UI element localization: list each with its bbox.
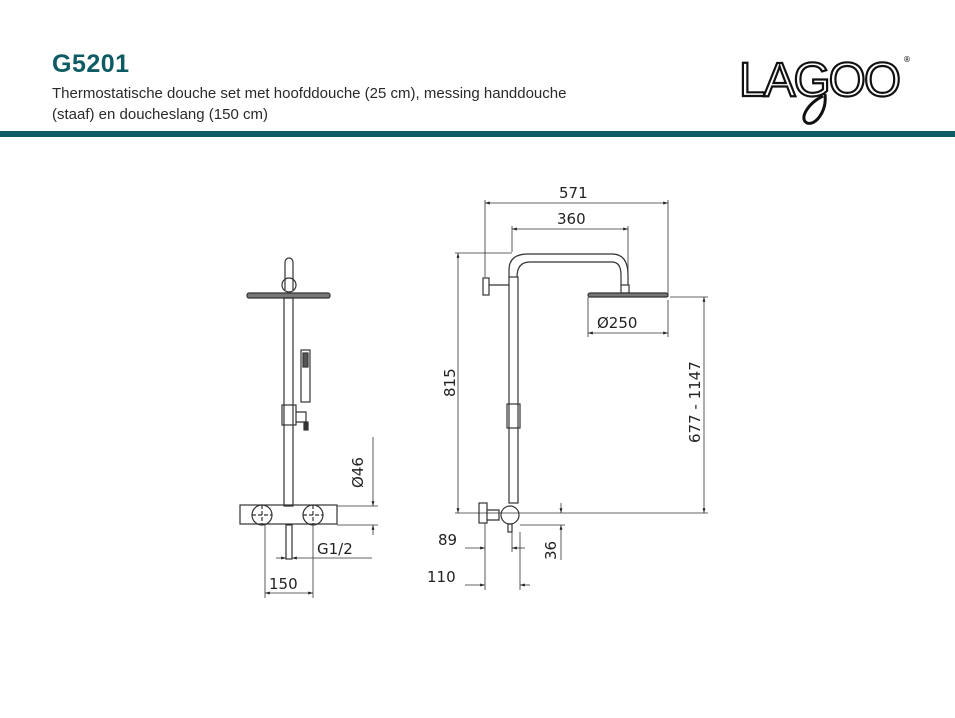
header-divider xyxy=(0,131,955,137)
head-shower xyxy=(587,292,669,298)
thermostat-body xyxy=(500,505,520,525)
dim-head-diameter: Ø250 xyxy=(597,314,637,332)
brand-logo: LAGOO ® xyxy=(738,53,911,125)
front-view xyxy=(478,253,669,533)
hand-shower xyxy=(300,349,311,403)
wall-bracket xyxy=(482,277,490,296)
top-arm xyxy=(284,257,294,290)
dim-36: 36 xyxy=(542,541,560,560)
registered-mark: ® xyxy=(903,55,911,64)
riser-pipe xyxy=(283,297,294,507)
logo-drop-icon xyxy=(802,93,827,125)
front-view-dimensions xyxy=(455,200,708,590)
dim-89: 89 xyxy=(438,531,457,549)
arm-joint xyxy=(281,277,297,293)
dim-571: 571 xyxy=(559,184,588,202)
dim-thread-g12: G1/2 xyxy=(317,540,353,558)
product-code: G5201 xyxy=(52,50,130,78)
product-description-line1: Thermostatische douche set met hoofddouc… xyxy=(52,85,567,102)
side-view xyxy=(239,257,338,560)
dim-110: 110 xyxy=(427,568,456,586)
dim-677-1147: 677 - 1147 xyxy=(686,361,704,443)
shower-arm xyxy=(508,253,629,285)
side-view-dimensions xyxy=(264,437,378,598)
head-shower-plate xyxy=(246,292,331,299)
product-description-line2: (staaf) en doucheslang (150 cm) xyxy=(52,106,268,123)
riser-pipe xyxy=(508,276,519,504)
dim-spacing-150: 150 xyxy=(269,575,298,593)
dim-360: 360 xyxy=(557,210,586,228)
thermostat-body xyxy=(239,504,338,525)
dim-815: 815 xyxy=(441,368,459,397)
holder-bracket xyxy=(281,404,297,426)
dim-diameter-46: Ø46 xyxy=(349,457,367,488)
